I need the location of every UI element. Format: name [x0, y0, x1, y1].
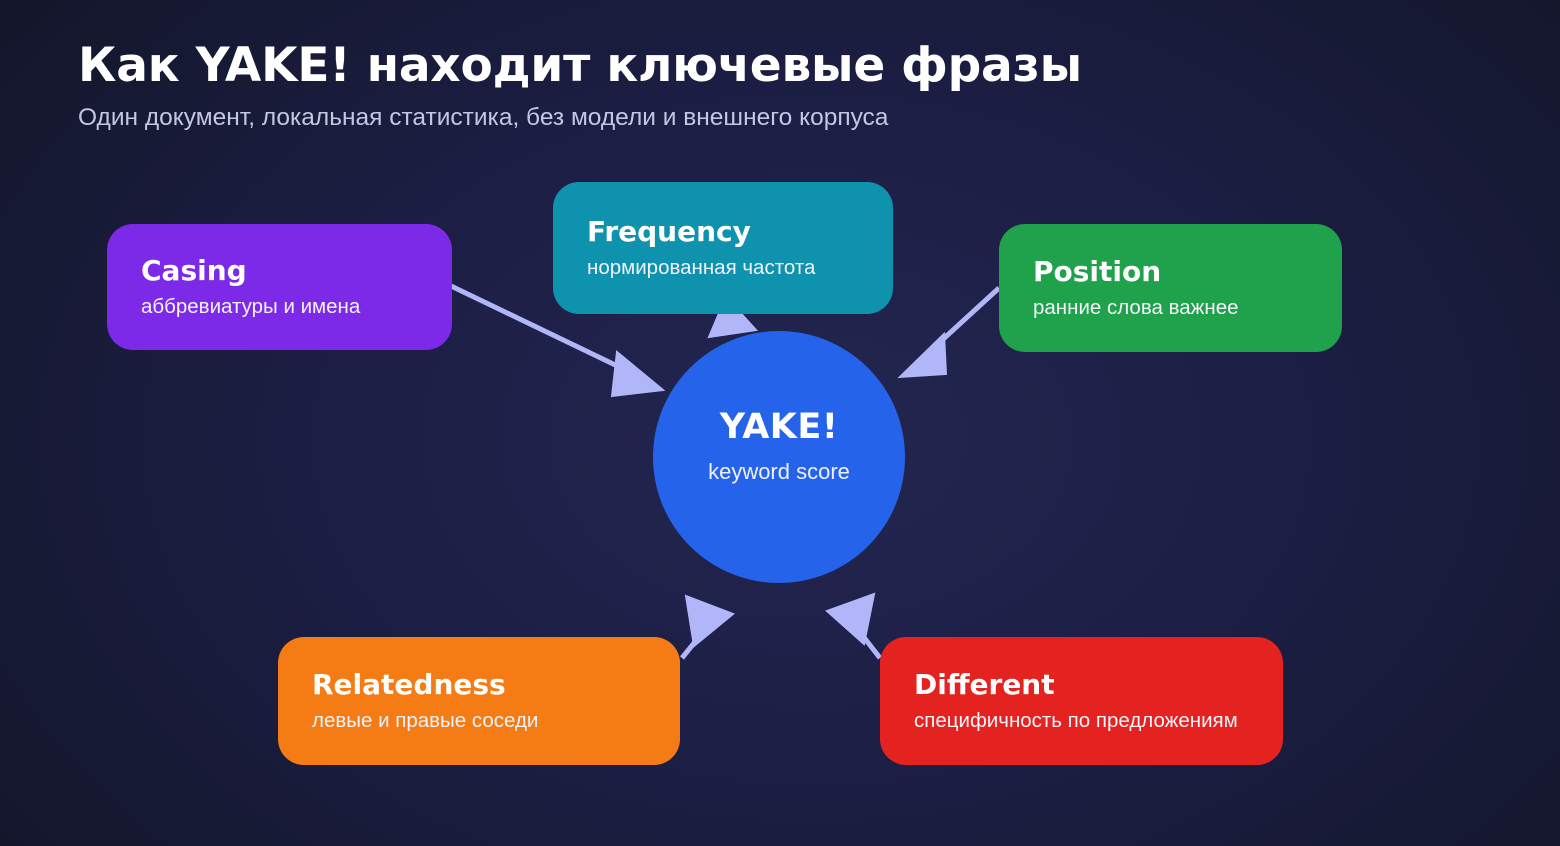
center-node-yake[interactable]: YAKE! keyword score — [653, 331, 905, 583]
feature-card-title: Frequency — [587, 214, 751, 248]
center-node-title: YAKE! — [719, 406, 839, 447]
arrow-different-to-center — [825, 592, 882, 660]
feature-card-subtitle: аббревиатуры и имена — [141, 294, 361, 318]
feature-card-casing[interactable]: Casing аббревиатуры и имена — [107, 224, 452, 350]
feature-card-title: Casing — [141, 253, 247, 287]
feature-card-position[interactable]: Position ранние слова важнее — [999, 224, 1342, 352]
feature-card-title: Relatedness — [312, 667, 506, 701]
feature-card-subtitle: специфичность по предложениям — [914, 708, 1238, 732]
slide-header: Как YAKE! находит ключевые фразы Один до… — [78, 38, 1082, 132]
feature-card-subtitle: нормированная частота — [587, 255, 816, 279]
arrow-relatedness-to-center — [680, 594, 735, 660]
feature-card-relatedness[interactable]: Relatedness левые и правые соседи — [278, 637, 680, 765]
feature-card-different[interactable]: Different специфичность по предложениям — [880, 637, 1283, 765]
feature-card-title: Position — [1033, 254, 1162, 288]
feature-card-subtitle: ранние слова важнее — [1033, 295, 1239, 319]
arrow-casing-to-center — [449, 283, 666, 398]
page-title: Как YAKE! находит ключевые фразы — [78, 38, 1082, 93]
center-node-content: YAKE! keyword score — [708, 408, 850, 485]
center-node-subtitle: keyword score — [708, 459, 850, 485]
feature-card-subtitle: левые и правые соседи — [312, 708, 539, 732]
arrow-position-to-center — [897, 286, 1001, 379]
feature-card-frequency[interactable]: Frequency нормированная частота — [553, 182, 893, 314]
feature-card-title: Different — [914, 667, 1055, 701]
page-subtitle: Один документ, локальная статистика, без… — [78, 103, 889, 131]
